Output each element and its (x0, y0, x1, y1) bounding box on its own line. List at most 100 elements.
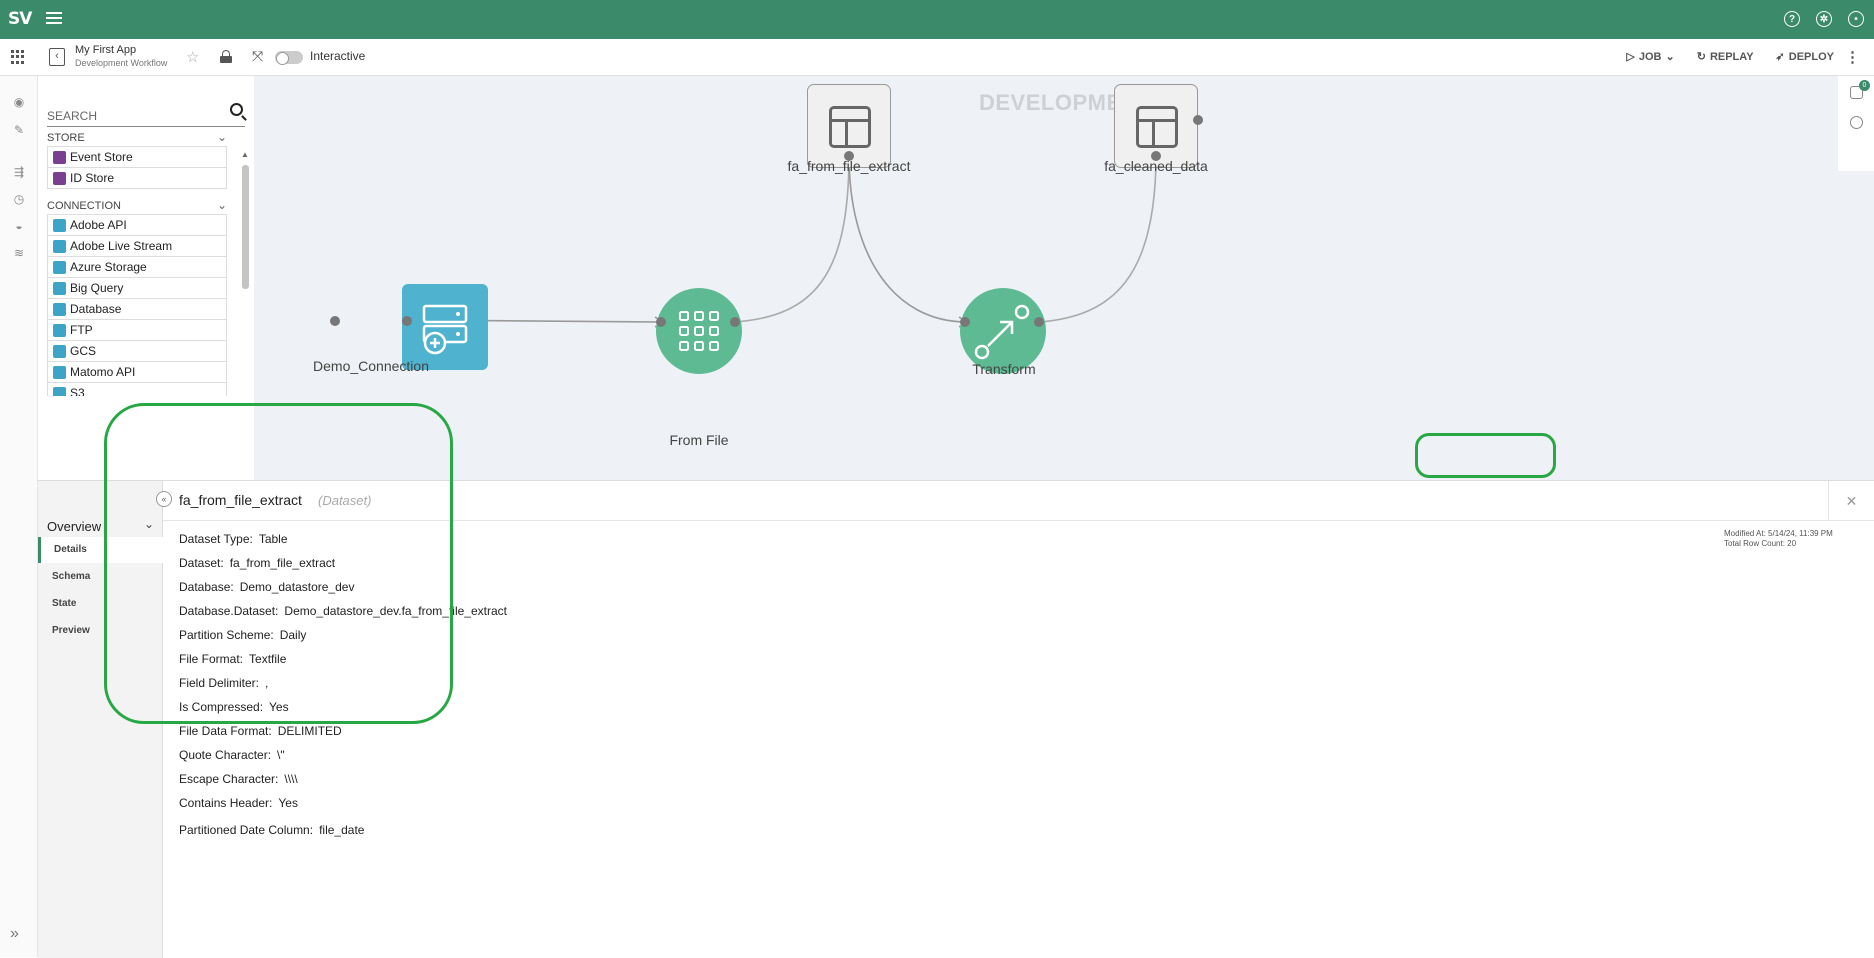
property-value: \" (277, 748, 285, 762)
monitor-icon[interactable] (1850, 116, 1863, 129)
menu-icon[interactable] (46, 12, 62, 26)
app-logo[interactable]: SV (8, 9, 32, 29)
property-key: File Format: (179, 652, 244, 666)
user-account-icon[interactable]: • (1848, 11, 1864, 27)
palette-item-id-store[interactable]: ID Store (47, 167, 227, 189)
eye-icon[interactable]: ◉ (13, 95, 25, 109)
connection-icon (53, 261, 66, 274)
property-value: , (265, 676, 269, 690)
connection-section-label: CONNECTION (47, 200, 121, 212)
dashboard-icon[interactable]: ◒ (15, 219, 23, 233)
app-grid-icon[interactable] (11, 50, 25, 64)
node-label-connection: Demo_Connection (313, 358, 429, 374)
from-file-node[interactable] (656, 288, 742, 374)
job-label: JOB (1638, 50, 1662, 63)
notification-badge: 0 (1859, 80, 1870, 91)
help-icon[interactable]: ? (1784, 11, 1800, 27)
transform-node[interactable] (960, 288, 1046, 374)
app-toolbar: ‹ My First App Development Workflow ☆ ⤧ … (0, 39, 1874, 76)
palette-search-input[interactable]: SEARCH (47, 101, 245, 127)
node-port[interactable] (1151, 151, 1161, 161)
palette-item-database[interactable]: Database (47, 298, 227, 320)
search-icon[interactable] (230, 103, 243, 116)
palette-item-s3[interactable]: S3 (47, 382, 227, 396)
edge-dataset-to-transform (848, 154, 968, 323)
tab-schema[interactable]: Schema (52, 571, 91, 582)
details-panel: Overview ⌄ Details Schema State Preview … (38, 480, 1874, 958)
palette-item-label: FTP (70, 323, 93, 337)
tab-state[interactable]: State (52, 598, 77, 609)
property-row: Partition Scheme:Daily (179, 628, 507, 652)
chevron-down-icon[interactable]: ⌄ (144, 517, 155, 531)
node-port[interactable] (656, 317, 666, 327)
notifications-icon[interactable] (1850, 86, 1863, 99)
node-port[interactable] (402, 316, 412, 326)
lock-icon[interactable] (220, 50, 232, 63)
back-icon[interactable]: ‹ (49, 48, 65, 66)
chevron-down-icon: ⌄ (1665, 51, 1675, 63)
replay-label: REPLAY (1709, 50, 1754, 63)
workflow-canvas[interactable]: DEVELOPMENT fa_from_file_extract fa_clea… (254, 76, 1874, 480)
property-key: Contains Header: (179, 796, 273, 810)
close-icon[interactable]: ✕ (1828, 481, 1874, 521)
node-port[interactable] (844, 151, 854, 161)
app-title: My First App (75, 44, 137, 56)
palette-item-event-store[interactable]: Event Store (47, 146, 227, 168)
property-value: Demo_datastore_dev (239, 580, 355, 594)
deploy-button[interactable]: ➶DEPLOY (1775, 50, 1834, 64)
connection-node-demo[interactable] (402, 284, 488, 370)
node-port[interactable] (330, 316, 340, 326)
property-row: Dataset:fa_from_file_extract (179, 556, 507, 580)
palette-item-adobe-live-stream[interactable]: Adobe Live Stream (47, 235, 227, 257)
interactive-toggle-label: Interactive (310, 49, 366, 63)
file-grid-icon (679, 311, 719, 351)
node-port[interactable] (730, 317, 740, 327)
store-section-header[interactable]: STORE ⌄ (47, 130, 227, 144)
palette-item-big-query[interactable]: Big Query (47, 277, 227, 299)
edit-icon[interactable]: ✎ (13, 123, 25, 137)
split-view-icon[interactable]: ⤧ (252, 48, 264, 64)
flow-icon[interactable]: ⇶ (13, 165, 25, 179)
property-key: Field Delimiter: (179, 676, 260, 690)
top-bar: SV ? ✲ • (0, 0, 1874, 39)
node-label-transform: Transform (972, 361, 1036, 377)
dataset-node-fa-from-file-extract[interactable] (807, 84, 891, 168)
palette-scrollbar[interactable]: ▲ (241, 150, 249, 480)
node-port[interactable] (960, 317, 970, 327)
job-button[interactable]: ▷JOB⌄ (1626, 50, 1675, 64)
history-icon[interactable]: ◷ (13, 192, 25, 206)
tab-preview[interactable]: Preview (52, 625, 90, 636)
property-row: Is Compressed:Yes (179, 700, 507, 724)
palette-item-azure-storage[interactable]: Azure Storage (47, 256, 227, 278)
settings-icon[interactable]: ✲ (1816, 11, 1832, 27)
palette-item-gcs[interactable]: GCS (47, 340, 227, 362)
collapse-panel-icon[interactable]: « (156, 491, 172, 507)
property-row: File Format:Textfile (179, 652, 507, 676)
scrollbar-thumb[interactable] (242, 165, 249, 289)
palette-item-ftp[interactable]: FTP (47, 319, 227, 341)
property-key: Dataset: (179, 556, 224, 570)
node-port[interactable] (1193, 115, 1203, 125)
connection-section-header[interactable]: CONNECTION ⌄ (47, 198, 227, 212)
palette-item-adobe-api[interactable]: Adobe API (47, 214, 227, 236)
expand-sidebar-icon[interactable]: » (10, 925, 19, 942)
rocket-icon: ➶ (1775, 51, 1785, 63)
interactive-toggle[interactable] (275, 51, 303, 65)
scroll-up-icon[interactable]: ▲ (241, 150, 249, 159)
deploy-label: DEPLOY (1788, 50, 1834, 63)
node-port[interactable] (1034, 317, 1044, 327)
property-key: Escape Character: (179, 772, 279, 786)
database-icon[interactable]: ≋ (13, 246, 25, 260)
replay-button[interactable]: ↻REPLAY (1697, 50, 1754, 64)
tab-details[interactable]: Details (38, 537, 163, 563)
server-add-icon (422, 304, 468, 355)
palette-item-matomo-api[interactable]: Matomo API (47, 361, 227, 383)
more-options-icon[interactable]: ⋮ (1845, 49, 1860, 66)
connection-icon (53, 324, 66, 337)
palette-item-label: GCS (70, 344, 97, 358)
canvas-right-rail: 0 (1838, 76, 1874, 171)
details-header: fa_from_file_extract (Dataset) ✕ (163, 481, 1874, 521)
favorite-star-icon[interactable]: ☆ (186, 49, 200, 66)
overview-label[interactable]: Overview (47, 519, 102, 534)
